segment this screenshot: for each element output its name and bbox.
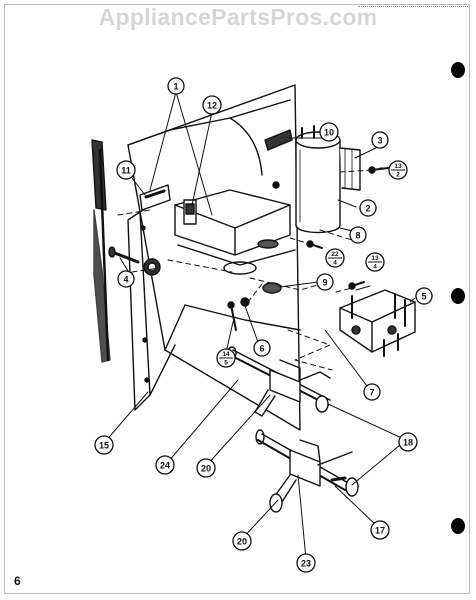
callout-6 (253, 339, 271, 357)
fraction-dividers (219, 169, 405, 359)
callout-label-6: 6 (259, 344, 264, 354)
callout-label-11: 11 (121, 166, 131, 176)
scan-artifact (358, 6, 468, 11)
knob-shaft-4 (108, 246, 140, 264)
callout-13-4-top: 13 (371, 255, 379, 262)
callout-13-2-bottom: 2 (396, 172, 400, 179)
callout-12 (202, 95, 222, 115)
callout-label-5: 5 (421, 292, 426, 302)
callout-13-2-top: 13 (394, 163, 402, 170)
callout-10 (319, 122, 339, 142)
capacitor-2 (295, 125, 341, 234)
bracket-11 (139, 184, 171, 211)
callout-7 (363, 383, 381, 401)
callout-label-15: 15 (99, 441, 109, 451)
binder-hole-top (451, 62, 465, 78)
fraction-callout-labels: 13 2 13 4 22 4 14 5 (222, 163, 402, 367)
callout-11 (116, 160, 136, 180)
callout-label-3: 3 (377, 136, 382, 146)
binder-hole-middle (451, 288, 465, 304)
callout-17 (370, 520, 390, 540)
callout-8 (349, 226, 367, 244)
callout-label-20-lower: 20 (237, 537, 247, 547)
callout-23 (296, 553, 316, 573)
binder-hole-bottom (451, 518, 465, 534)
callout-label-23: 23 (301, 559, 311, 569)
callout-22-4-top: 22 (331, 251, 339, 258)
screws (227, 166, 389, 331)
callout-3 (371, 131, 389, 149)
callout-label-12: 12 (207, 101, 217, 111)
callout-5 (415, 287, 433, 305)
callout-22-4-bottom: 4 (333, 260, 337, 267)
switch-5 (339, 289, 416, 357)
callout-label-8: 8 (355, 231, 360, 241)
callout-14-5-top: 14 (222, 351, 230, 358)
callout-label-18: 18 (403, 438, 413, 448)
assembly-guide-lines (117, 169, 373, 371)
valve-assembly-lower (255, 429, 359, 513)
callout-label-7: 7 (369, 388, 374, 398)
valve-assembly-upper (227, 346, 331, 417)
callout-4 (117, 270, 135, 288)
callout-13-4-bottom: 4 (373, 264, 377, 271)
strap-3 (339, 147, 361, 191)
callout-labels: 1 2 3 4 5 6 7 8 9 10 11 12 15 17 18 20 2… (99, 82, 427, 569)
leader-lines (103, 91, 416, 560)
callout-24 (155, 455, 175, 475)
callout-18 (398, 432, 418, 452)
wall-edge (91, 139, 111, 363)
callout-15 (94, 435, 114, 455)
callout-20-upper (196, 458, 216, 478)
callout-14-5-bottom: 5 (224, 360, 228, 367)
page-number: 6 (14, 574, 21, 588)
callout-2 (359, 199, 377, 217)
callout-20-lower (232, 531, 252, 551)
callout-label-4: 4 (123, 275, 128, 285)
control-bracket (174, 189, 296, 275)
callout-label-1: 1 (173, 82, 178, 92)
page-border (4, 4, 470, 594)
callout-1 (167, 77, 185, 95)
callout-label-9: 9 (322, 278, 327, 288)
callout-label-2: 2 (365, 204, 370, 214)
watermark-text: AppliancePartsPros.com (98, 4, 378, 30)
callout-label-17: 17 (375, 526, 385, 536)
relay-12 (183, 199, 197, 225)
callout-9 (316, 273, 334, 291)
callout-label-10: 10 (324, 128, 334, 138)
clip-10 (264, 129, 293, 151)
callout-label-24: 24 (160, 461, 170, 471)
callout-circles (94, 77, 433, 573)
callout-label-20-upper: 20 (201, 464, 211, 474)
